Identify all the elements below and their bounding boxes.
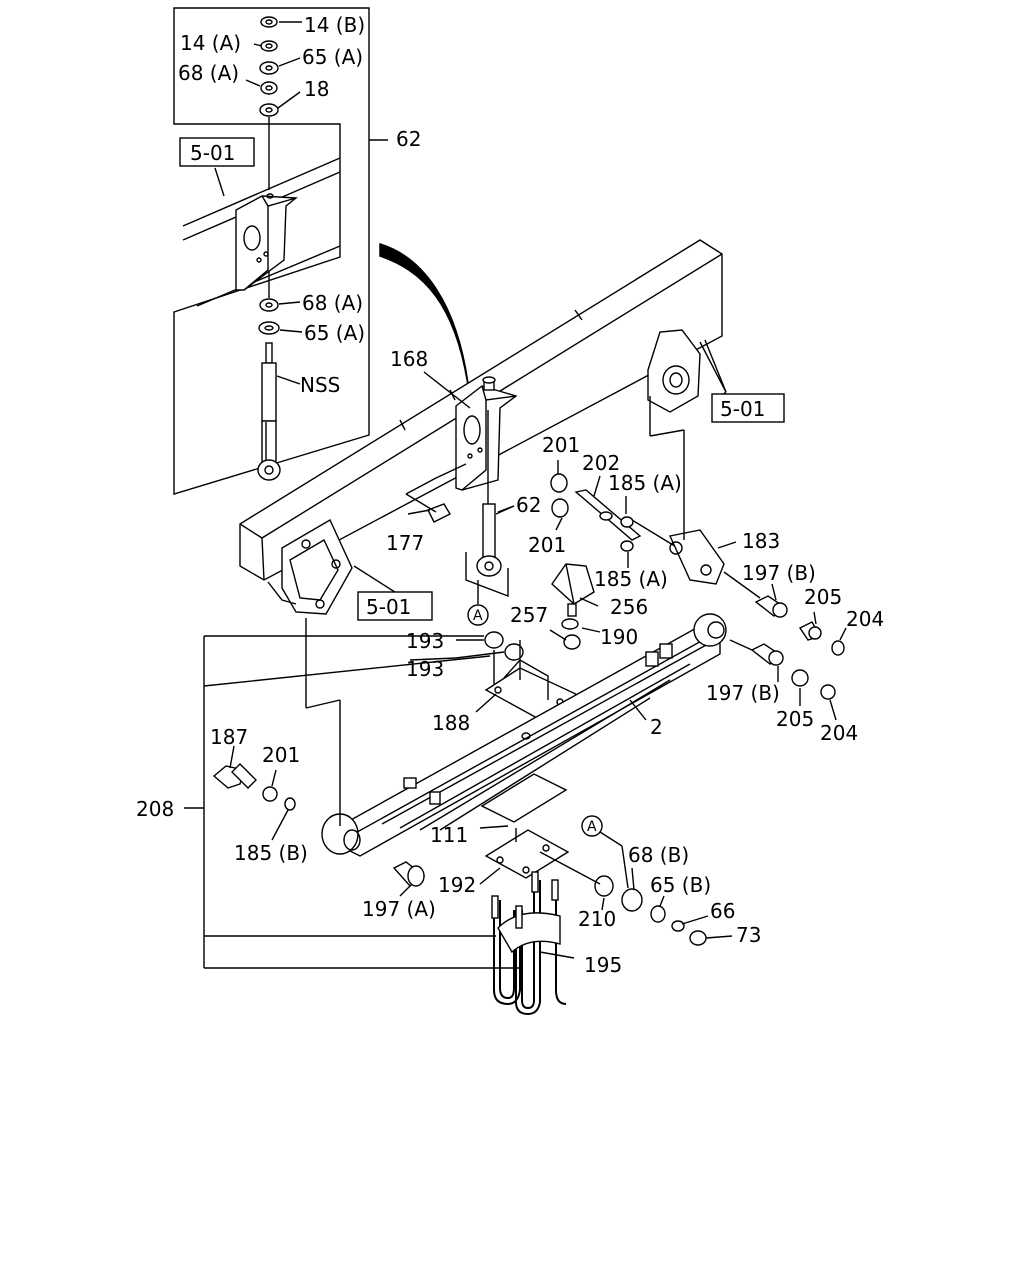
ref-label-left: 5-01 — [366, 595, 411, 619]
spring-shackle — [649, 396, 761, 599]
label-192: 192 — [438, 873, 476, 897]
circle-marker-a-2 — [581, 815, 603, 837]
label-187: 187 — [210, 725, 248, 749]
label-202: 202 — [582, 451, 620, 475]
label-195: 195 — [584, 953, 622, 977]
circle-label-a-2: A — [587, 819, 597, 835]
shock-absorber — [465, 410, 515, 604]
label-205-b: 205 — [776, 707, 814, 731]
label-201-b: 201 — [528, 533, 566, 557]
shock-bracket — [455, 376, 518, 491]
inset-frame-bracket — [182, 157, 341, 307]
label-68a-top: 68 (A) — [178, 61, 239, 85]
label-210: 210 — [578, 907, 616, 931]
label-188: 188 — [432, 711, 470, 735]
ref-box-inset — [179, 137, 255, 167]
label-201-a: 201 — [542, 433, 580, 457]
ref-label-right: 5-01 — [720, 397, 765, 421]
label-205-a: 205 — [804, 585, 842, 609]
label-193-a: 193 — [406, 629, 444, 653]
label-197b-b: 197 (B) — [706, 681, 780, 705]
circle-label-a-1: A — [473, 608, 483, 624]
leaf-spring — [321, 613, 727, 857]
label-204-b: 204 — [820, 721, 858, 745]
front-hanger — [267, 519, 399, 615]
label-111: 111 — [430, 823, 468, 847]
label-nss: NSS — [300, 373, 340, 397]
label-68a-mid: 68 (A) — [302, 291, 363, 315]
inset-washer-stack — [245, 16, 302, 298]
label-14b: 14 (B) — [304, 13, 365, 37]
front-eye-hardware — [212, 763, 426, 887]
ref-box-left — [357, 591, 433, 621]
assembly-208-bracket — [184, 618, 520, 969]
ref-label-inset: 5-01 — [190, 141, 235, 165]
label-257: 257 — [510, 603, 548, 627]
label-201-c: 201 — [262, 743, 300, 767]
label-168: 168 — [390, 347, 428, 371]
label-73: 73 — [736, 923, 761, 947]
label-185a-a: 185 (A) — [608, 471, 682, 495]
inset-shock-absorber — [257, 298, 303, 481]
label-62-box: 62 — [396, 127, 421, 151]
label-183: 183 — [742, 529, 780, 553]
label-185b: 185 (B) — [234, 841, 308, 865]
u-bolts — [491, 871, 567, 1016]
label-256: 256 — [610, 595, 648, 619]
ref-box-right — [711, 393, 785, 423]
shackle-hardware — [550, 473, 679, 552]
bump-stopper — [551, 563, 601, 650]
label-190: 190 — [600, 625, 638, 649]
label-197a: 197 (A) — [362, 897, 436, 921]
label-18: 18 — [304, 77, 329, 101]
label-65a-top: 65 (A) — [302, 45, 363, 69]
label-177: 177 — [386, 531, 424, 555]
detail-arrow — [379, 242, 471, 401]
label-193-b: 193 — [406, 657, 444, 681]
label-66: 66 — [710, 899, 735, 923]
spring-pads — [480, 773, 570, 879]
leader-lines — [229, 371, 847, 959]
circle-marker-a-1 — [467, 604, 489, 626]
label-204-a: 204 — [846, 607, 884, 631]
label-185a-b: 185 (A) — [594, 567, 668, 591]
label-65b: 65 (B) — [650, 873, 711, 897]
shackle-pins — [729, 595, 845, 700]
inset-box — [173, 7, 388, 495]
label-197b-a: 197 (B) — [742, 561, 816, 585]
label-62: 62 — [516, 493, 541, 517]
label-14a: 14 (A) — [180, 31, 241, 55]
u-bolt-nuts — [539, 851, 707, 946]
label-2: 2 — [650, 715, 663, 739]
bolt-177 — [405, 463, 467, 523]
label-208: 208 — [136, 797, 174, 821]
label-68b: 68 (B) — [628, 843, 689, 867]
label-65a-mid: 65 (A) — [304, 321, 365, 345]
